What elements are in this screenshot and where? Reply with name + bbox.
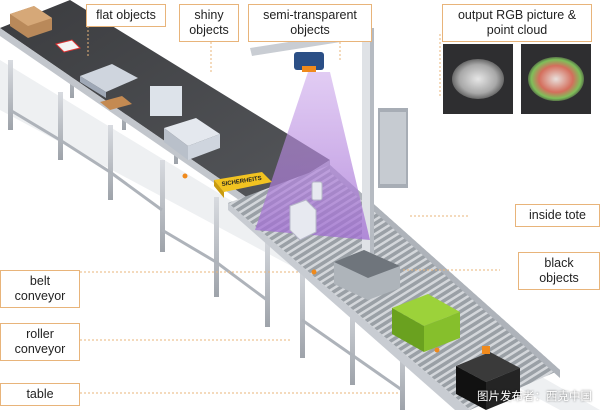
tote xyxy=(334,250,400,300)
green-box xyxy=(392,294,460,352)
semi-transparent-items xyxy=(289,181,323,241)
leader-lines xyxy=(80,26,500,394)
output-thumbnails xyxy=(443,44,591,114)
label-semi-transparent-objects: semi-transparent objects xyxy=(248,4,372,42)
frame-crossbars xyxy=(9,108,403,392)
accent-dots xyxy=(182,173,440,353)
light-cone xyxy=(255,72,370,240)
label-black-objects: black objects xyxy=(518,252,600,290)
black-box xyxy=(456,346,520,410)
label-inside-tote: inside tote xyxy=(515,204,600,227)
label-output-rgb-point-cloud: output RGB picture & point cloud xyxy=(442,4,592,42)
label-belt-conveyor: belt conveyor xyxy=(0,270,80,308)
watermark-text: 图片发布者：西克中国 xyxy=(477,389,592,403)
label-shiny-objects: shiny objects xyxy=(179,4,239,42)
label-roller-conveyor: roller conveyor xyxy=(0,323,80,361)
label-table: table xyxy=(0,383,80,406)
label-flat-objects: flat objects xyxy=(86,4,166,27)
belt-items xyxy=(10,6,272,198)
